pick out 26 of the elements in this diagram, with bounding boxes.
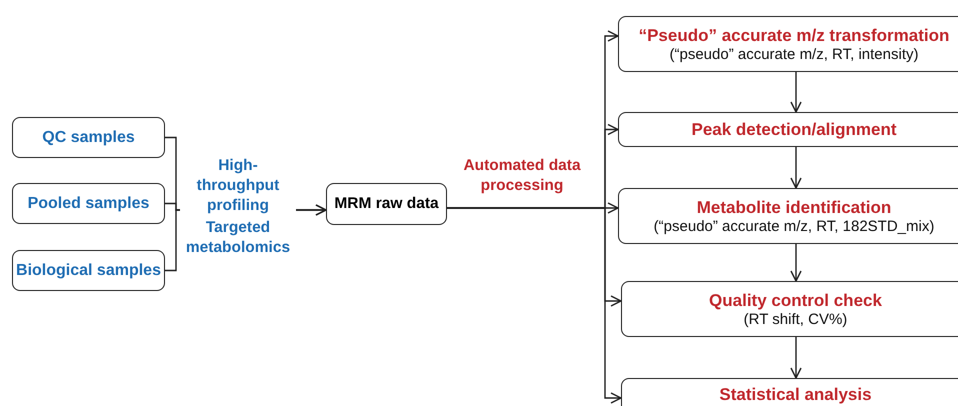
arrow (790, 337, 802, 379)
step-details: (“pseudo” accurate m/z, RT, intensity) (670, 46, 918, 62)
arrow (447, 207, 622, 404)
step-title: Peak detection/alignment (692, 120, 896, 140)
step-title: Statistical analysis (719, 385, 872, 405)
process-box (326, 183, 447, 225)
step-title: Quality control check (709, 290, 882, 310)
process-box (12, 250, 165, 291)
process-box (621, 281, 958, 337)
process-box (12, 183, 165, 224)
arrow (790, 244, 802, 282)
edge-label: High-throughput profiling (180, 156, 296, 216)
step-details: (RT shift, CV%) (744, 310, 848, 328)
step-title: Pooled samples (28, 194, 150, 212)
step-details: (“pseudo” accurate m/z, RT, 182STD_mix) (654, 218, 934, 234)
process-box (12, 117, 165, 158)
step-title: MRM raw data (334, 195, 439, 213)
step-title: Biological samples (16, 262, 161, 280)
arrow (790, 72, 802, 113)
step-title: QC samples (42, 128, 135, 146)
process-box (618, 188, 958, 244)
process-box (618, 112, 958, 147)
process-box (618, 16, 958, 72)
arrow (790, 147, 802, 189)
step-title: Metabolite identification (696, 198, 892, 218)
step-title: “Pseudo” accurate m/z transformation (638, 26, 950, 46)
